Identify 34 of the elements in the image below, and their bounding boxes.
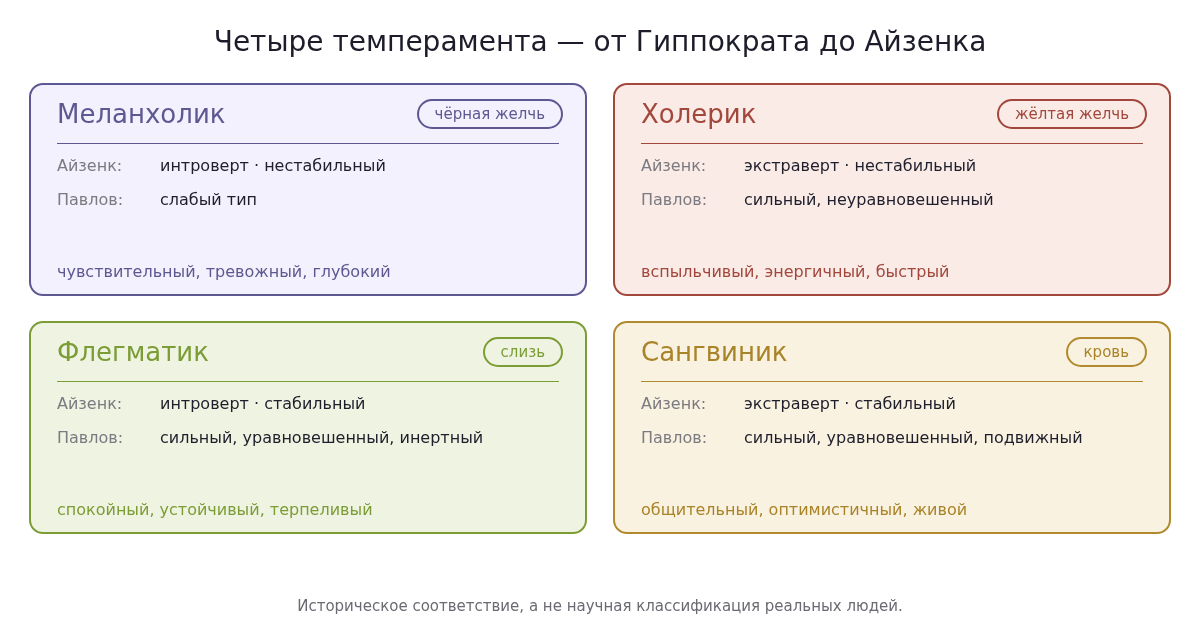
row-value: интроверт · стабильный xyxy=(160,393,366,415)
trait-list: спокойный, устойчивый, терпеливый xyxy=(57,499,373,521)
page-title: Четыре темперамента — от Гиппократа до Айзенка xyxy=(213,24,987,60)
row-label: Айзенк: xyxy=(57,155,123,177)
pill-tag: кровь xyxy=(1065,337,1147,367)
row-value: сильный, уравновешенный, подвижный xyxy=(744,427,1083,449)
pill-tag: слизь xyxy=(482,337,563,367)
row-value: сильный, неуравновешенный xyxy=(744,189,994,211)
trait-list: общительный, оптимистичный, живой xyxy=(641,499,968,521)
card-heading: Флегматик xyxy=(57,336,209,368)
info-card xyxy=(613,83,1171,296)
pill-tag: жёлтая желчь xyxy=(996,99,1147,129)
row-label: Павлов: xyxy=(641,427,708,449)
info-card xyxy=(613,321,1171,534)
row-label: Айзенк: xyxy=(641,393,707,415)
row-value: сильный, уравновешенный, инертный xyxy=(160,427,484,449)
pill-tag: чёрная желчь xyxy=(416,99,563,129)
card-heading: Меланхолик xyxy=(57,98,226,130)
row-label: Айзенк: xyxy=(57,393,123,415)
trait-list: вспыльчивый, энергичный, быстрый xyxy=(641,261,950,283)
row-label: Павлов: xyxy=(57,427,124,449)
row-value: экстраверт · стабильный xyxy=(744,393,956,415)
row-label: Павлов: xyxy=(641,189,708,211)
caption-note: Историческое соответствие, а не научная классификация реальных людей. xyxy=(297,596,903,617)
row-value: интроверт · нестабильный xyxy=(160,155,386,177)
row-label: Павлов: xyxy=(57,189,124,211)
row-value: экстраверт · нестабильный xyxy=(744,155,977,177)
info-card xyxy=(29,83,587,296)
card-heading: Холерик xyxy=(641,98,757,130)
trait-list: чувствительный, тревожный, глубокий xyxy=(57,261,391,283)
info-card xyxy=(29,321,587,534)
row-value: слабый тип xyxy=(160,189,257,211)
row-label: Айзенк: xyxy=(641,155,707,177)
card-heading: Сангвиник xyxy=(641,336,788,368)
